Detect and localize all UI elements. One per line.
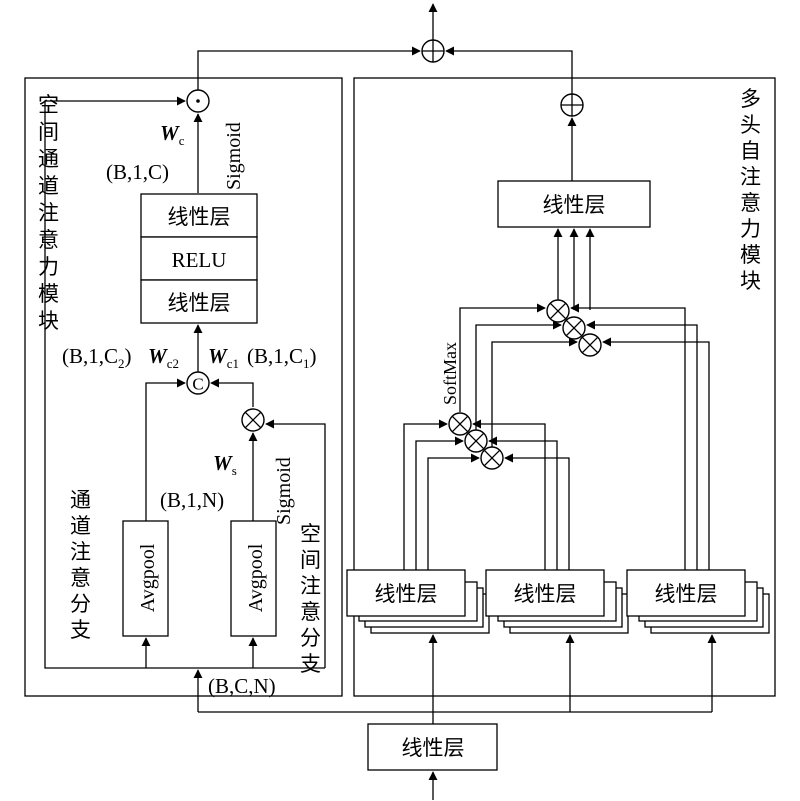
query-linear-stack: 线性层 bbox=[346, 569, 490, 634]
value-linear-stack: 线性层 bbox=[626, 569, 770, 634]
softmax-wire-1 bbox=[459, 303, 546, 412]
svg-text:C: C bbox=[192, 375, 203, 394]
avgpool-spatial-box bbox=[230, 520, 277, 637]
query-wire-2 bbox=[415, 436, 464, 582]
output-add-operator bbox=[421, 39, 445, 63]
value-wire-1 bbox=[570, 303, 686, 570]
value-linear-label: 线性层 bbox=[655, 582, 718, 606]
channel-branch-label: 通道注意分支 bbox=[70, 488, 91, 642]
spatial-multiply-operator bbox=[241, 408, 265, 432]
linear-layer-bottom-label: 线性层 bbox=[168, 291, 231, 315]
query-key-multiply-3 bbox=[480, 446, 504, 470]
key-wire-2 bbox=[488, 436, 558, 582]
shape-b-1-n: (B,1,N) bbox=[160, 488, 224, 512]
relu-layer bbox=[140, 236, 258, 281]
attention-value-multiply-2 bbox=[562, 316, 586, 340]
attention-value-multiply-3 bbox=[578, 333, 602, 357]
sigmoid-label-top: Sigmoid bbox=[223, 122, 245, 190]
linear-layer-bottom bbox=[140, 279, 258, 324]
attention-value-multiply-1 bbox=[546, 299, 570, 323]
key-wire-3 bbox=[504, 453, 570, 594]
residual-input-wire bbox=[44, 96, 186, 645]
query-key-multiply-1 bbox=[448, 412, 472, 436]
value-wire-3 bbox=[602, 337, 710, 594]
avgpool-channel-label: Avgpool bbox=[137, 543, 159, 612]
linear-layer-output bbox=[497, 180, 651, 228]
right-to-output-wire bbox=[445, 46, 573, 94]
query-wire-1 bbox=[403, 419, 448, 570]
weight-wc: Wc bbox=[160, 121, 185, 148]
spatial-branch-label: 空间注意分支 bbox=[300, 522, 321, 676]
query-key-multiply-2 bbox=[464, 429, 488, 453]
weight-ws: Ws bbox=[213, 451, 237, 478]
sigmoid-label-mid: Sigmoid bbox=[273, 457, 295, 525]
input-linear-layer-label: 线性层 bbox=[402, 736, 465, 760]
value-wire-2 bbox=[586, 320, 698, 582]
query-wire-3 bbox=[427, 453, 480, 594]
linear-layer-top bbox=[140, 193, 258, 238]
shape-b-1-c2: (B,1,C2) bbox=[62, 344, 132, 371]
query-linear-label: 线性层 bbox=[375, 582, 438, 606]
spatial-input-to-multiply-wire bbox=[265, 419, 326, 668]
right-module-title: 多头自注意力模块 bbox=[740, 87, 761, 293]
weight-wc2: Wc2 bbox=[148, 344, 179, 371]
shape-b-1-c1: (B,1,C1) bbox=[247, 344, 317, 371]
elementwise-multiply-operator bbox=[186, 89, 210, 113]
relu-layer-label: RELU bbox=[172, 248, 227, 272]
avgpool-spatial-label: Avgpool bbox=[245, 543, 267, 612]
key-linear-stack: 线性层 bbox=[485, 569, 629, 634]
spatial-channel-attention-module-frame bbox=[24, 77, 343, 697]
softmax-wire-2 bbox=[475, 320, 562, 430]
key-wire-1 bbox=[472, 419, 546, 570]
softmax-label: SoftMax bbox=[440, 342, 460, 405]
key-linear-label: 线性层 bbox=[514, 582, 577, 606]
avgpool-channel-box bbox=[122, 520, 169, 637]
shape-b-1-c: (B,1,C) bbox=[106, 160, 169, 184]
channel-branch-wire bbox=[145, 378, 186, 521]
linear-layer-top-label: 线性层 bbox=[168, 205, 231, 229]
softmax-wire-3 bbox=[491, 337, 578, 447]
linear-layer-output-label: 线性层 bbox=[543, 193, 606, 217]
left-module-title: 空间通道注意力模块 bbox=[38, 93, 59, 333]
spatial-branch-wire bbox=[210, 378, 254, 407]
weight-wc1: Wc1 bbox=[208, 344, 239, 371]
left-input-bus bbox=[44, 645, 325, 669]
right-add-operator bbox=[560, 93, 584, 117]
concat-operator: C bbox=[186, 371, 210, 395]
input-linear-layer bbox=[367, 723, 498, 771]
input-shape-b-c-n: (B,C,N) bbox=[208, 674, 276, 698]
multi-head-self-attention-module-frame bbox=[353, 77, 776, 697]
left-to-output-wire bbox=[197, 46, 421, 90]
